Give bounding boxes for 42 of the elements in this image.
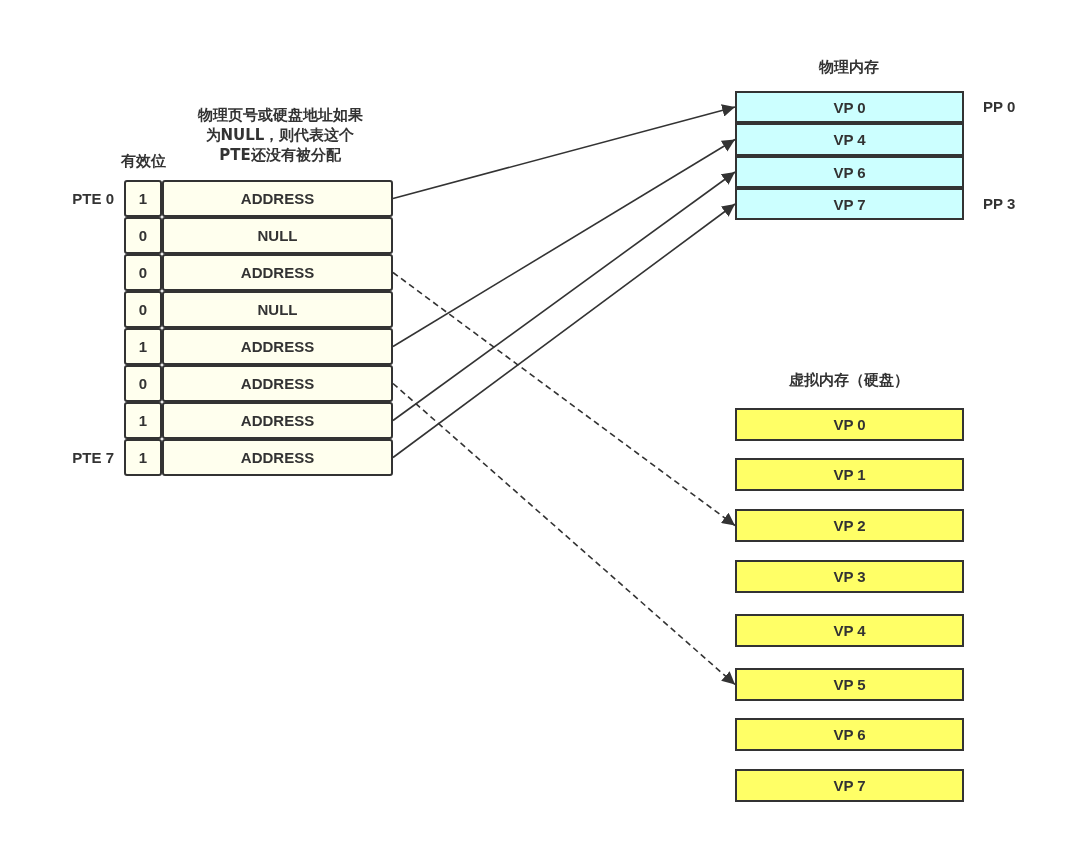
arrow <box>392 104 736 200</box>
valid-bit-cell: 0 <box>124 217 162 254</box>
valid-bit-cell: 1 <box>124 439 162 476</box>
valid-bit-cell: 1 <box>124 328 162 365</box>
row-label: PTE 7 <box>72 448 114 466</box>
arrow <box>392 203 736 459</box>
disk-page-box: VP 1 <box>735 458 964 491</box>
valid-bit-cell: 1 <box>124 402 162 439</box>
disk-page-box: VP 5 <box>735 668 964 701</box>
frame-label: PP 0 <box>983 98 1016 115</box>
address-cell: ADDRESS <box>162 439 393 476</box>
frame-label: PP 3 <box>983 195 1016 212</box>
address-cell: ADDRESS <box>162 328 393 365</box>
arrow <box>392 171 736 422</box>
disk-page-box: VP 7 <box>735 769 964 802</box>
page-frame-box: VP 0 <box>735 91 964 123</box>
valid-bit-cell: 0 <box>124 365 162 402</box>
address-cell: NULL <box>162 291 393 328</box>
disk-page-box: VP 2 <box>735 509 964 542</box>
address-cell: ADDRESS <box>162 365 393 402</box>
valid-bit-cell: 0 <box>124 254 162 291</box>
page-frame-box: VP 7 <box>735 188 964 220</box>
column-heading: 有效位 <box>120 152 166 171</box>
valid-bit-cell: 1 <box>124 180 162 217</box>
address-cell: ADDRESS <box>162 180 393 217</box>
disk-page-box: VP 4 <box>735 614 964 647</box>
valid-bit-cell: 0 <box>124 291 162 328</box>
field-note: 物理页号或硬盘地址如果为NULL，则代表这个PTE还没有被分配 <box>196 105 364 165</box>
arrow <box>392 138 736 348</box>
disk-page-box: VP 0 <box>735 408 964 441</box>
address-cell: ADDRESS <box>162 402 393 439</box>
section-heading: 虚拟内存（硬盘） <box>789 371 909 390</box>
arrow <box>392 271 736 527</box>
page-frame-box: VP 4 <box>735 123 964 156</box>
page-frame-box: VP 6 <box>735 156 964 188</box>
arrow <box>392 382 736 686</box>
disk-page-box: VP 6 <box>735 718 964 751</box>
address-cell: NULL <box>162 217 393 254</box>
section-heading: 物理内存 <box>819 58 879 77</box>
disk-page-box: VP 3 <box>735 560 964 593</box>
address-cell: ADDRESS <box>162 254 393 291</box>
row-label: PTE 0 <box>72 189 114 207</box>
